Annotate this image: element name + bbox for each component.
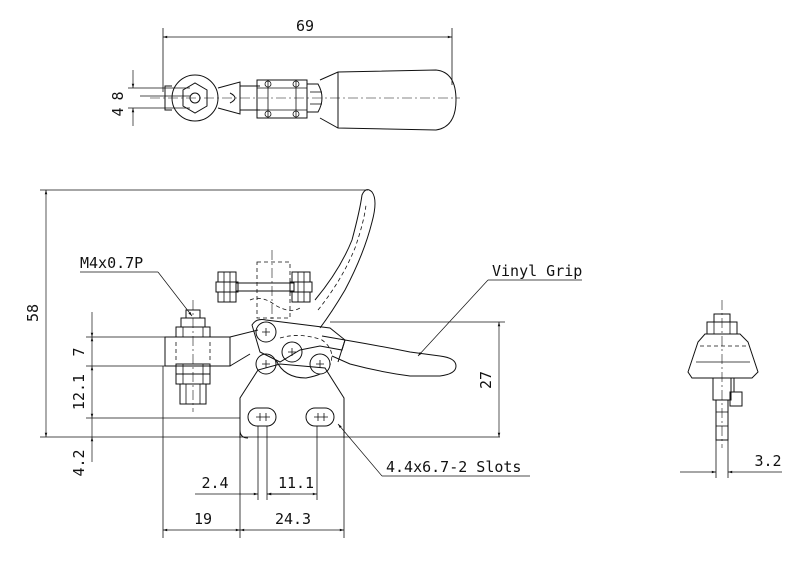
handle-closed: [321, 335, 457, 377]
end-view: 3.2: [680, 300, 782, 478]
base-plate: [239, 363, 345, 438]
dim-handle-height: 27: [477, 371, 495, 389]
dim-width-b: 4: [109, 107, 127, 116]
dim-b: 12.1: [70, 374, 88, 410]
handle-grip-top: [319, 69, 457, 131]
linkage: [251, 319, 346, 363]
slots-label: 4.4x6.7-2 Slots: [386, 458, 521, 476]
clamp-arm: [164, 336, 231, 367]
dim-overall-length: 69: [296, 17, 314, 35]
grip-label: Vinyl Grip: [492, 262, 582, 280]
spindle-head-outline: [171, 74, 219, 122]
side-view: 58 M4x0.7P 7 12.1 4.2 27: [24, 189, 582, 538]
dim-base: 4.2: [70, 449, 88, 476]
hex-nut: [182, 82, 208, 114]
dim-gap: 2.4: [201, 474, 228, 492]
dim-a: 7: [70, 347, 88, 356]
handle-lever-raised: [314, 189, 376, 329]
pivot-2: [255, 353, 277, 375]
dim-width-a: 8: [109, 91, 127, 100]
dim-base-length: 24.3: [275, 510, 311, 528]
pivot-1: [255, 321, 277, 343]
pivot-block: [256, 79, 308, 119]
pivot-3: [281, 341, 303, 363]
dim-height: 58: [24, 304, 42, 322]
dim-offset: 19: [194, 510, 212, 528]
slot-1: [247, 407, 277, 427]
dim-slot-spacing: 11.1: [278, 474, 314, 492]
slot-2: [305, 407, 335, 427]
dim-thickness: 3.2: [754, 452, 781, 470]
thread-label: M4x0.7P: [80, 254, 143, 272]
top-view: 69 8 4: [109, 17, 460, 131]
end-body: [687, 333, 759, 379]
